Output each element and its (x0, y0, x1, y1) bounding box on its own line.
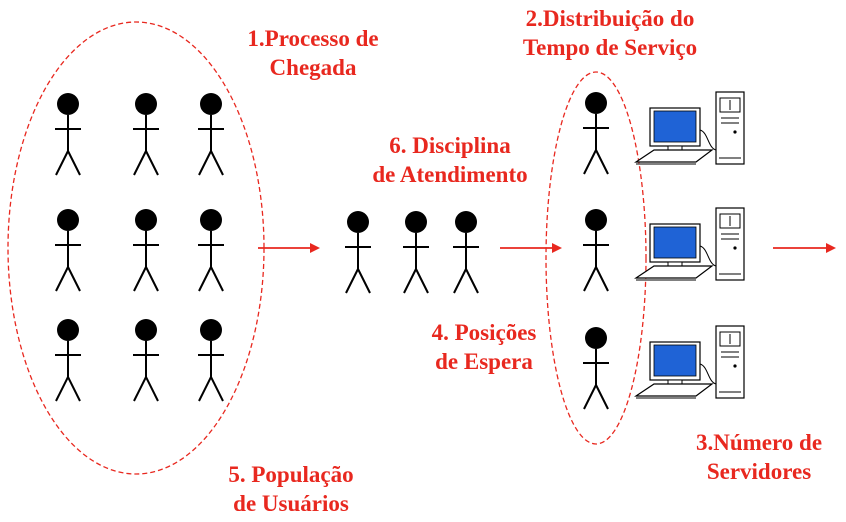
label-population-line2: de Usuários (233, 491, 349, 516)
label-user-population: 5. População de Usuários (200, 460, 382, 518)
label-service-time-line1: 2.Distribuição do (525, 6, 695, 31)
label-arrival-process: 1.Processo de Chegada (218, 24, 408, 82)
person-icon (132, 208, 160, 292)
label-discipline-line1: 6. Disciplina (389, 133, 511, 158)
label-discipline-line2: de Atendimento (372, 162, 528, 187)
label-servers-line1: 3.Número de (695, 430, 823, 455)
service-boundary (545, 71, 647, 445)
label-waiting-line1: 4. Posições (431, 320, 537, 345)
person-icon (197, 318, 225, 402)
desktop-computer-icon (635, 207, 745, 281)
person-icon (54, 92, 82, 176)
label-arrival-line1: 1.Processo de (247, 26, 379, 51)
person-icon (582, 208, 610, 292)
person-icon (582, 91, 610, 175)
person-icon (452, 210, 480, 294)
population-people (54, 92, 225, 402)
queue-people (344, 210, 480, 294)
person-icon (197, 208, 225, 292)
label-waiting-line2: de Espera (435, 349, 533, 374)
label-number-of-servers: 3.Número de Servidores (676, 428, 842, 486)
person-icon (54, 318, 82, 402)
desktop-computer-icon (635, 91, 745, 165)
person-icon (132, 92, 160, 176)
label-service-time-distribution: 2.Distribuição do Tempo de Serviço (487, 4, 733, 62)
desktop-computer-icon (635, 325, 745, 399)
label-servers-line2: Servidores (706, 459, 812, 484)
label-arrival-line2: Chegada (269, 55, 357, 80)
label-waiting-positions: 4. Posições de Espera (410, 318, 558, 376)
servers (635, 91, 745, 399)
population-boundary (7, 21, 265, 475)
label-population-line1: 5. População (228, 462, 354, 487)
label-service-time-line2: Tempo de Serviço (522, 35, 698, 60)
served-people (582, 91, 610, 410)
person-icon (132, 318, 160, 402)
person-icon (402, 210, 430, 294)
person-icon (582, 326, 610, 410)
person-icon (54, 208, 82, 292)
person-icon (344, 210, 372, 294)
label-service-discipline: 6. Disciplina de Atendimento (345, 131, 555, 189)
person-icon (197, 92, 225, 176)
